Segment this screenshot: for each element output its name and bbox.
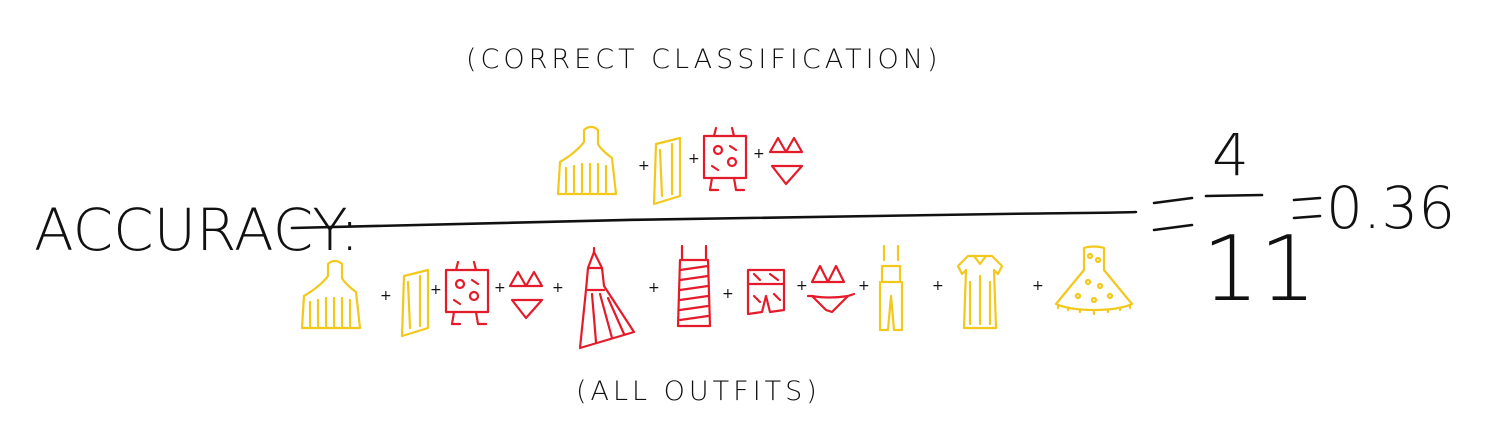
plus-sign: + (430, 282, 442, 298)
result-value: 0.36 (1326, 174, 1455, 242)
fraction-denominator: 11 (1202, 217, 1317, 322)
outfit-towel-yellow (400, 268, 430, 338)
plus-sign: + (753, 146, 765, 162)
plus-sign: + (932, 278, 944, 294)
outfit-dress-yellow (300, 259, 362, 330)
fraction-numerator: 4 (1212, 121, 1249, 189)
plus-sign: + (380, 288, 392, 304)
outfit-robot-shirt-red (444, 260, 490, 326)
outfit-dress-yellow (556, 125, 618, 196)
outfit-bikini-red (768, 136, 804, 186)
outfit-bikini-red-2 (806, 264, 856, 314)
numerator-caption: (CORRECT CLASSIFICATION) (466, 44, 942, 75)
numerator-outfits: + + + (556, 125, 804, 206)
outfit-polka-dress-yellow (1054, 245, 1134, 316)
plus-sign: + (1032, 278, 1044, 294)
plus-sign: + (858, 278, 870, 294)
accuracy-label: ACCURACY: (34, 196, 359, 264)
plus-sign: + (552, 280, 564, 296)
small-fraction-bar (1204, 193, 1264, 198)
outfit-bikini-red (508, 270, 544, 320)
outfit-robot-shirt-red (702, 126, 748, 192)
plus-sign: + (648, 280, 660, 296)
outfit-shirt-dress-yellow (956, 254, 1004, 330)
outfit-shorts-red (746, 268, 786, 316)
denominator-caption: (ALL OUTFITS) (576, 376, 821, 407)
equals-sign-1 (1152, 196, 1194, 232)
outfit-long-dress-red (578, 246, 636, 350)
denominator-outfits: + + + + + (300, 244, 1134, 350)
outfit-jumpsuit-yellow (878, 244, 904, 332)
outfit-towel-yellow (652, 136, 682, 206)
equals-sign-2 (1292, 196, 1322, 220)
plus-sign: + (688, 151, 700, 167)
plus-sign: + (638, 158, 650, 174)
outfit-striped-dress-red (676, 244, 712, 328)
plus-sign: + (494, 280, 506, 296)
plus-sign: + (796, 278, 808, 294)
plus-sign: + (722, 286, 734, 302)
main-fraction-bar (290, 210, 1138, 230)
